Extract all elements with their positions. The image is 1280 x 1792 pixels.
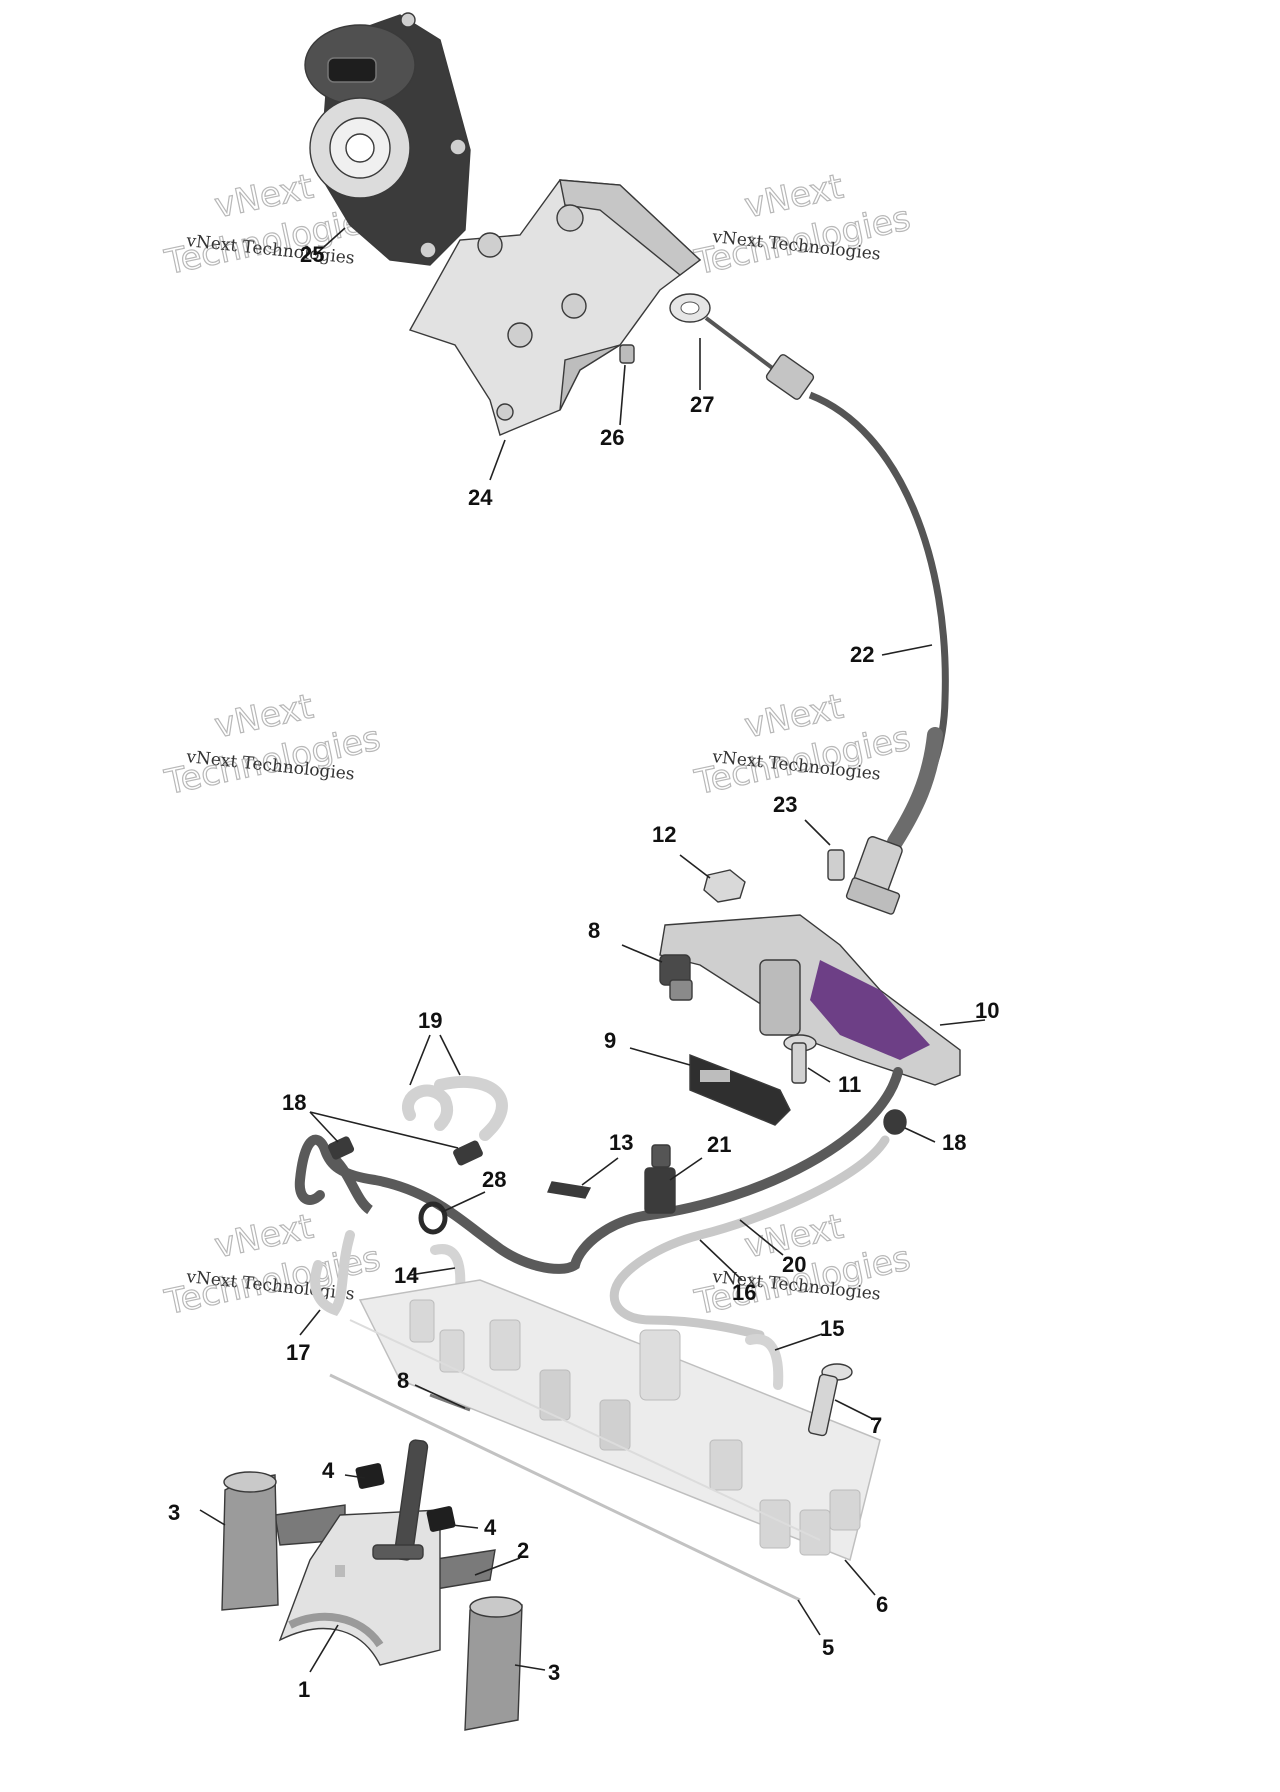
callout-4-bottom: 4 xyxy=(484,1515,497,1540)
callout-18-right: 18 xyxy=(942,1130,966,1155)
part-spring-4-top xyxy=(355,1463,385,1489)
part-lever-13 xyxy=(659,914,961,1086)
callout-9: 13 xyxy=(609,1130,633,1155)
part-bushing-11 xyxy=(659,954,693,1001)
callout-13: 10 xyxy=(975,998,999,1023)
part-cable-end-27 xyxy=(669,293,815,400)
callout-16: 16 xyxy=(732,1280,756,1305)
part-spring-4-bottom xyxy=(426,1506,456,1532)
callout-28: 28 xyxy=(482,1167,506,1192)
part-hose-17 xyxy=(310,1230,355,1316)
callout-27: 27 xyxy=(690,392,714,417)
part-elbow-7-right xyxy=(745,1334,784,1390)
callout-26: 26 xyxy=(600,425,624,450)
part-actuator-motor xyxy=(304,12,471,266)
callout-12: 9 xyxy=(604,1028,616,1053)
callout-10: 7 xyxy=(870,1413,882,1438)
part-washer-9 xyxy=(547,1181,592,1199)
part-shaft xyxy=(372,1439,429,1561)
callout-20: 20 xyxy=(782,1252,806,1277)
callout-4-top: 4 xyxy=(322,1458,335,1483)
callout-11: 8 xyxy=(588,918,600,943)
callout-21: 21 xyxy=(707,1132,731,1157)
callout-8: 8 xyxy=(397,1368,409,1393)
callout-3-left: 3 xyxy=(168,1500,180,1525)
part-gasket-5 xyxy=(329,1319,821,1602)
callout-18-left: 18 xyxy=(282,1090,306,1115)
callout-labels: 25 26 27 24 22 23 12 8 10 9 11 19 18 18 … xyxy=(168,242,999,1702)
part-elbow-7-left xyxy=(430,1244,466,1295)
callout-7-right: 15 xyxy=(820,1316,844,1341)
part-bolt-10 xyxy=(808,1363,853,1437)
callout-6: 6 xyxy=(876,1592,888,1617)
callout-5: 5 xyxy=(822,1635,834,1660)
callout-15: 12 xyxy=(652,822,676,847)
part-cap-18-right xyxy=(883,1109,907,1135)
callout-7-left: 14 xyxy=(394,1263,419,1288)
part-cylinder-3-right xyxy=(464,1596,523,1731)
part-hose-16 xyxy=(609,1135,890,1340)
part-clamp-28 xyxy=(418,1201,448,1235)
part-bolt-14 xyxy=(783,1034,817,1084)
part-connector-18-mid xyxy=(453,1140,483,1166)
part-sensor-12 xyxy=(689,1053,791,1126)
callout-23: 23 xyxy=(773,792,797,817)
part-stud-26 xyxy=(619,344,635,364)
callout-17: 17 xyxy=(286,1340,310,1365)
callout-2: 2 xyxy=(517,1538,529,1563)
callout-19: 19 xyxy=(418,1008,442,1033)
part-fitting-21 xyxy=(644,1144,676,1214)
part-nut-15 xyxy=(703,869,746,903)
part-cylinder-3-left xyxy=(221,1471,279,1611)
callout-22: 22 xyxy=(850,642,874,667)
callout-24: 24 xyxy=(468,485,493,510)
part-bolt-23 xyxy=(827,849,845,881)
callout-25: 25 xyxy=(300,242,324,267)
leader-lines xyxy=(199,227,986,1673)
part-mounting-bracket xyxy=(408,179,702,436)
callout-3-right: 3 xyxy=(548,1660,560,1685)
part-hose-19 xyxy=(402,1075,508,1141)
part-cable-22 xyxy=(808,391,949,915)
part-throttle-base-6 xyxy=(358,1279,881,1562)
callout-14: 11 xyxy=(838,1072,861,1097)
callout-1: 1 xyxy=(298,1677,310,1702)
